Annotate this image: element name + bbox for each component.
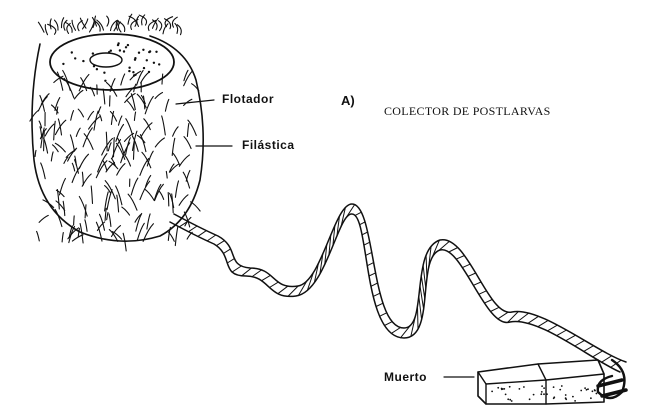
figure-marker: A) <box>341 93 355 108</box>
float-top <box>50 34 174 90</box>
plastic-label: Filástica <box>242 138 295 152</box>
rope-knot <box>598 360 626 398</box>
float-label: Flotador <box>222 92 274 106</box>
figure-title: COLECTOR DE POSTLARVAS <box>384 104 551 119</box>
anchor-block <box>478 360 604 404</box>
anchor-label: Muerto <box>384 370 427 384</box>
rope <box>170 204 626 372</box>
float-leader-line <box>176 100 214 104</box>
